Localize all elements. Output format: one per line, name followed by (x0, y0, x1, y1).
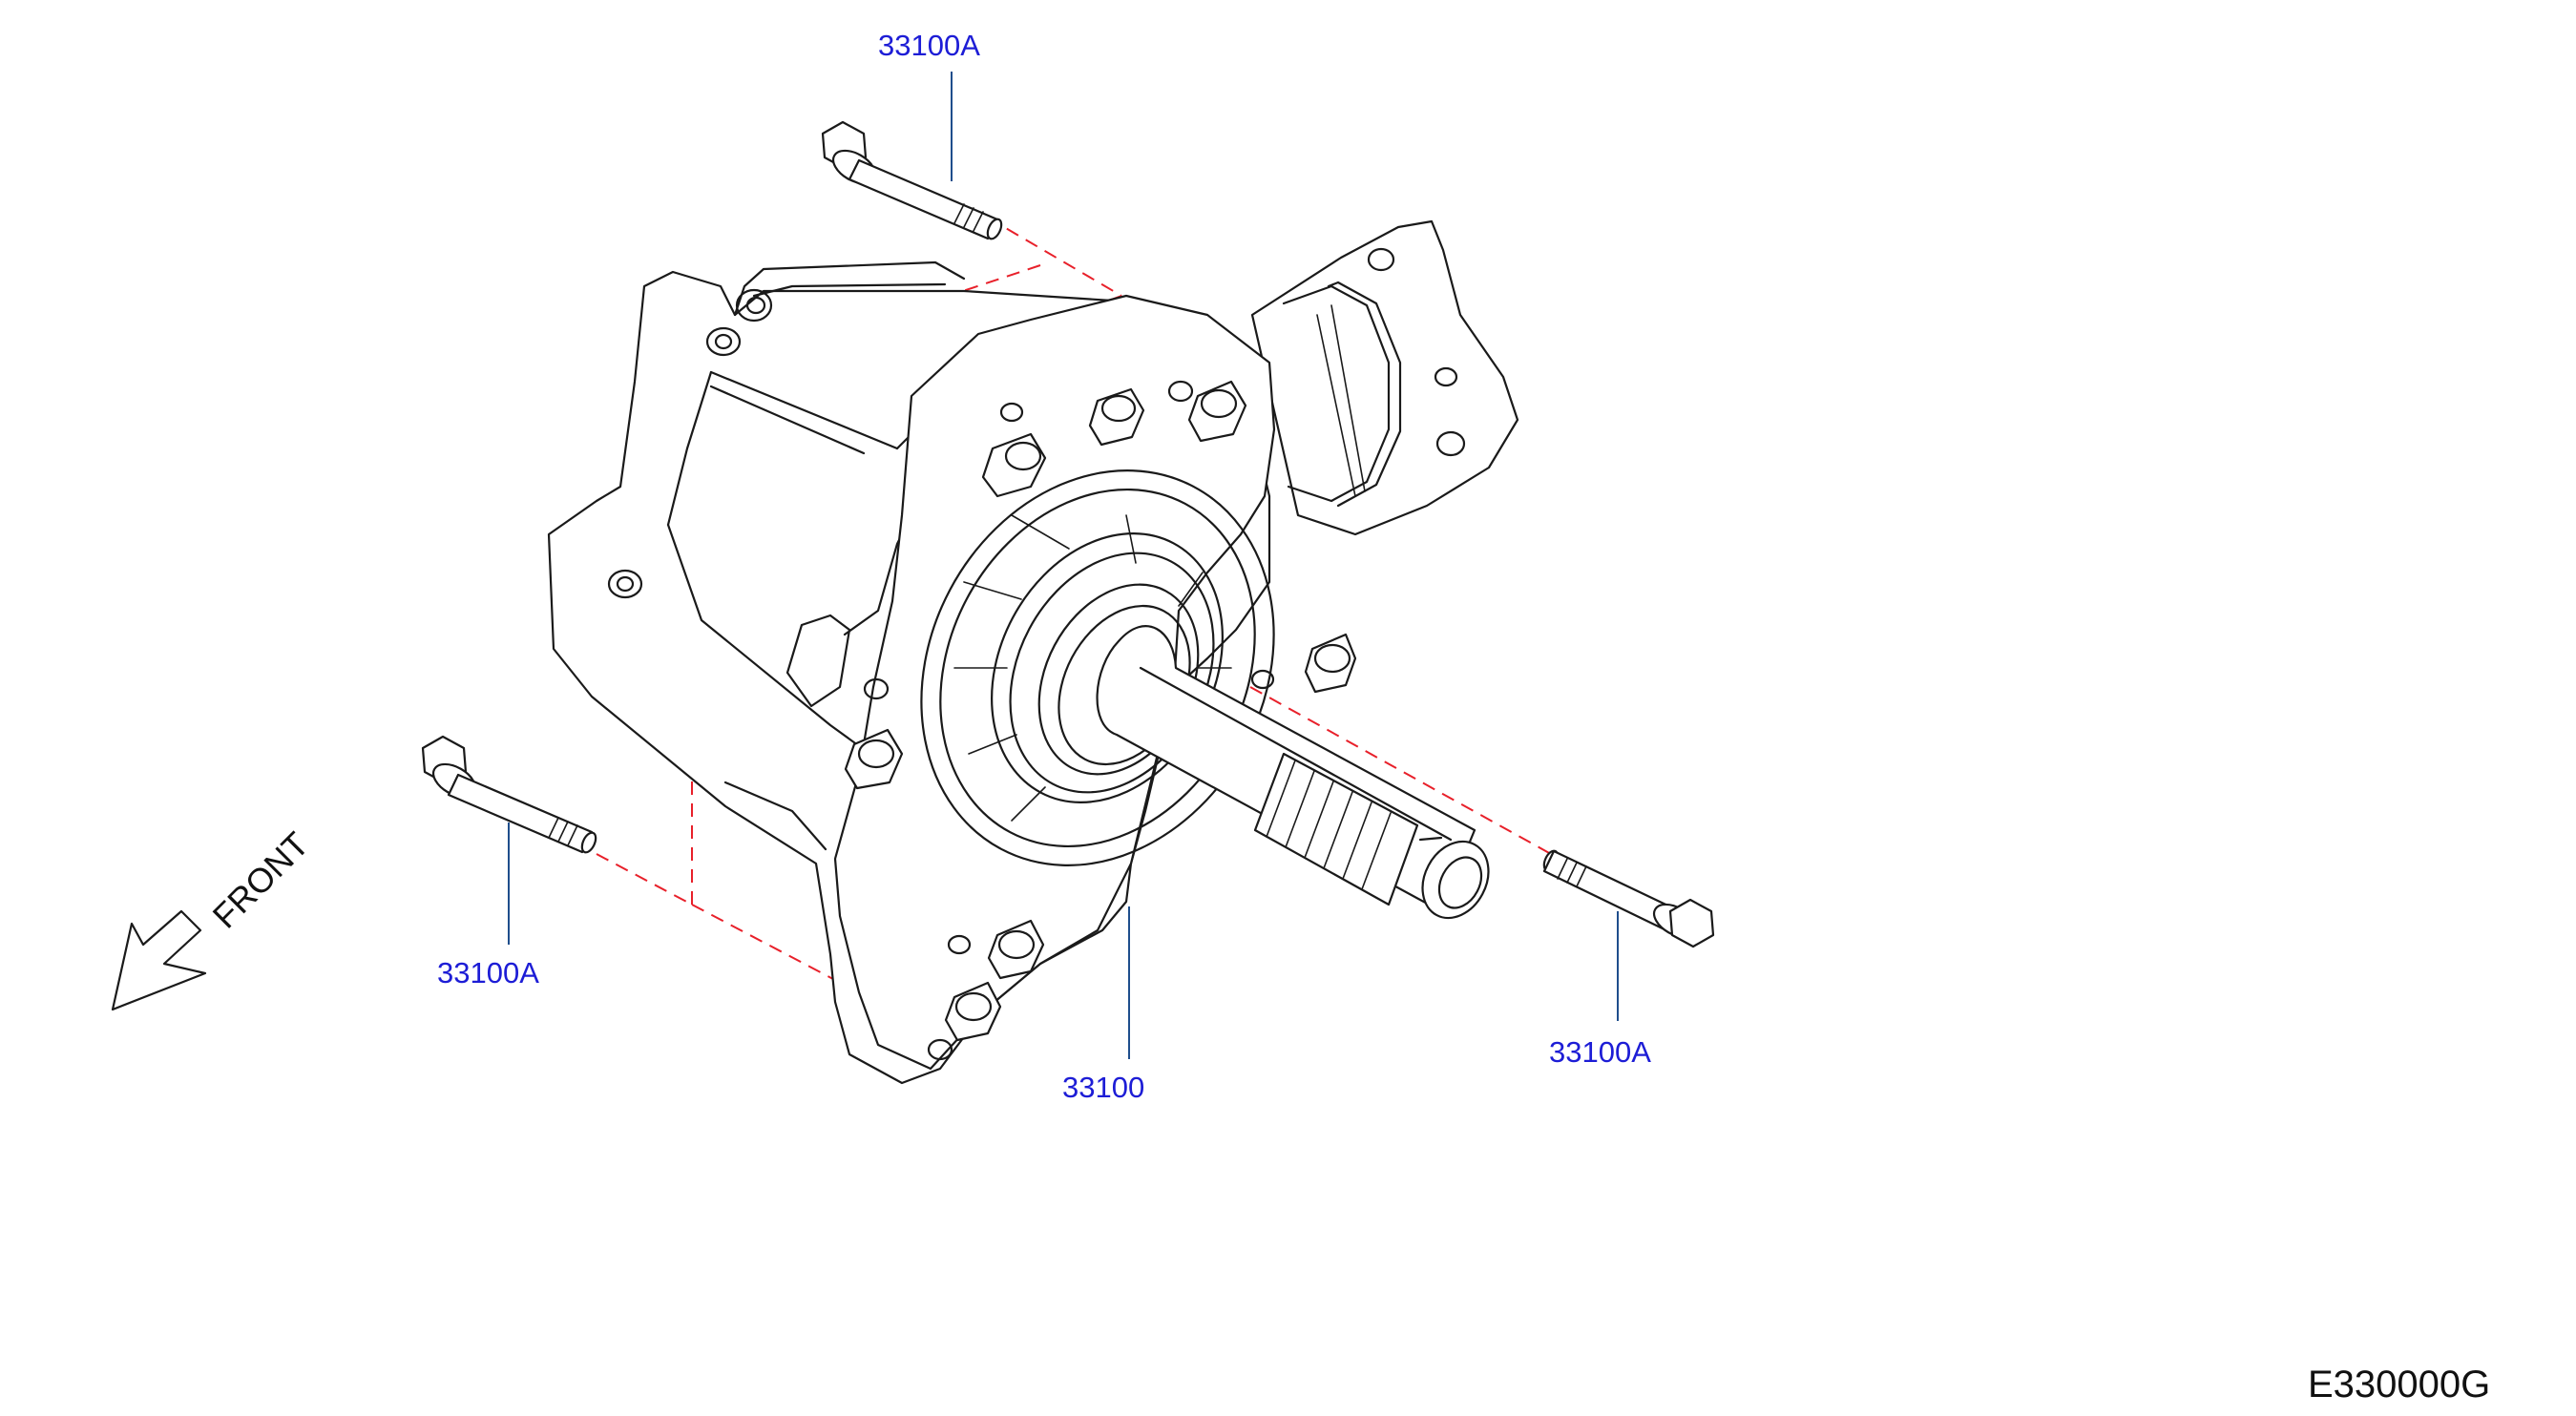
flange-bosses (844, 380, 1357, 1061)
callout-assembly: 33100 (1062, 1071, 1144, 1104)
front-direction-indicator: FRONT (111, 824, 317, 1011)
bolt-right (1542, 849, 1715, 948)
output-shaft (1096, 625, 1490, 920)
front-arrow-icon (111, 909, 207, 1011)
callout-bolt-left: 33100A (437, 956, 539, 989)
diagram-code: E330000G (2308, 1364, 2490, 1406)
front-label: FRONT (205, 824, 317, 936)
leader-lines (508, 72, 1619, 1059)
transfer-assembly (547, 219, 1519, 1085)
bolt-left (421, 735, 597, 854)
callout-bolt-top: 33100A (878, 29, 980, 62)
bolt-top (821, 120, 1003, 240)
callout-bolt-right: 33100A (1549, 1035, 1651, 1069)
